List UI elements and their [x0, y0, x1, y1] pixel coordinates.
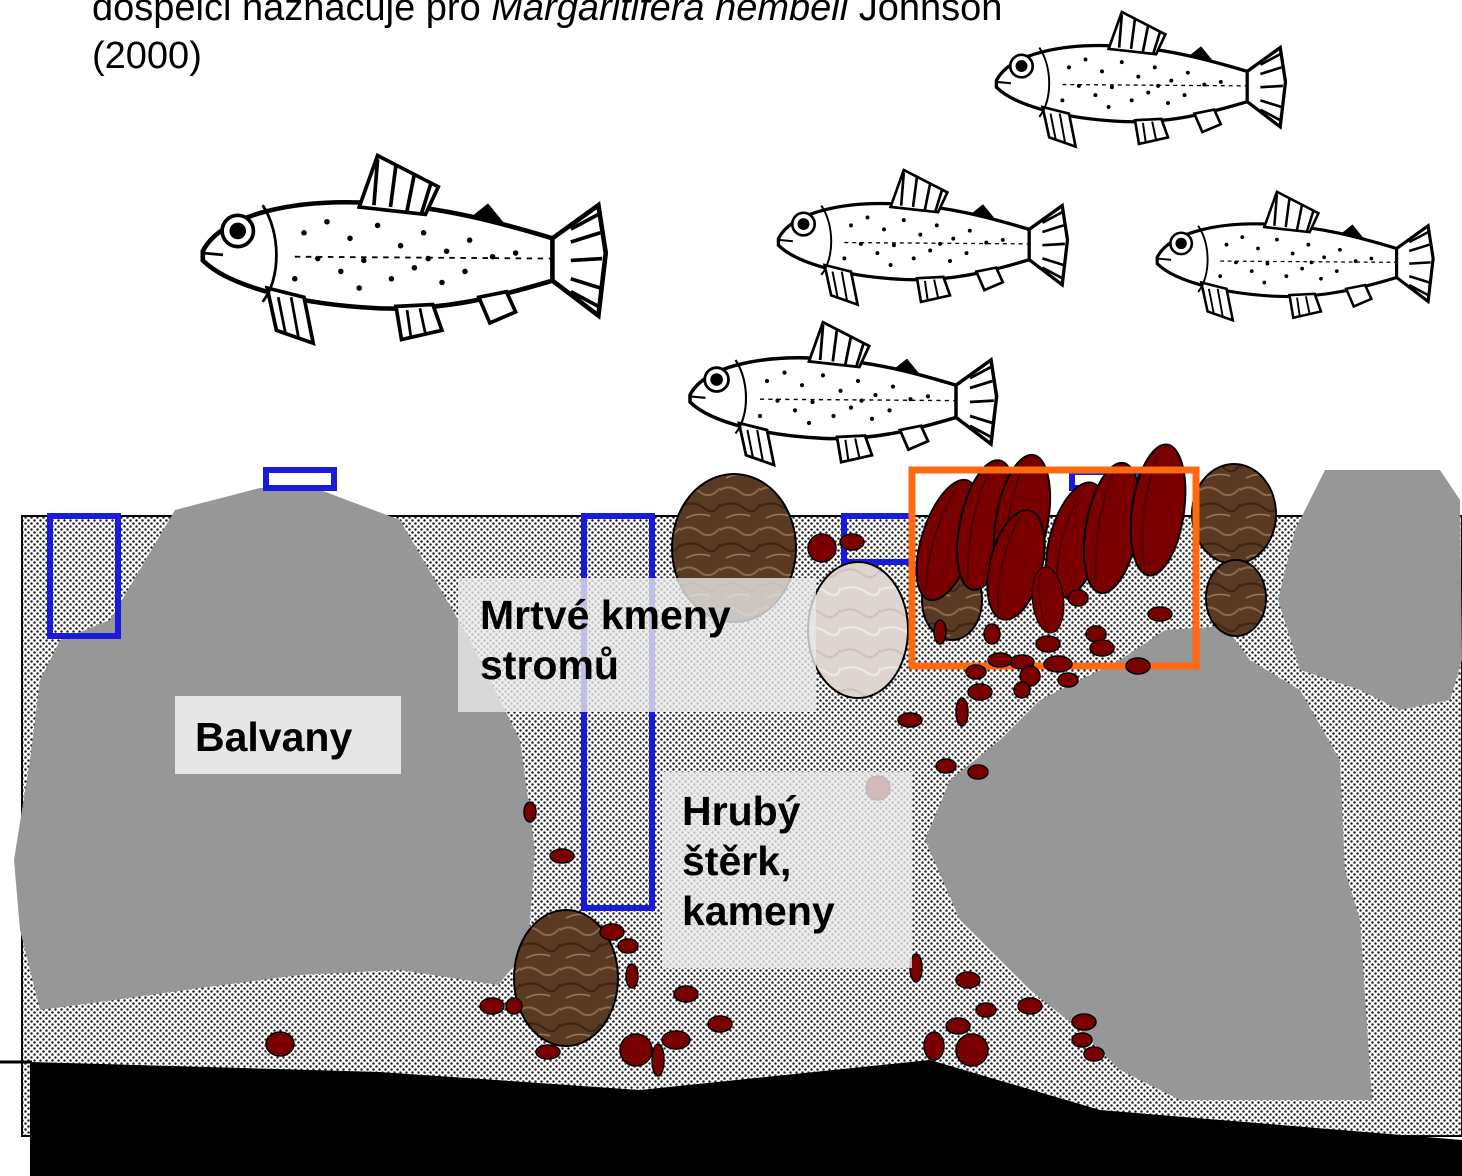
trout-icon [778, 170, 1067, 305]
label-dead-trunks: Mrtvé kmeny stromů [458, 578, 816, 712]
caption: dospělci naznačuje pro Margaritifera hem… [92, 0, 1192, 80]
brown-stone-icon [1206, 560, 1266, 636]
label-dead-trunks-line2: stromů [480, 640, 816, 690]
label-gravel-line3: kameny [682, 886, 912, 936]
caption-author: Johnson [848, 0, 1002, 29]
caption-year: (2000) [92, 35, 202, 77]
brown-stone-icon [1192, 464, 1276, 564]
label-boulders: Balvany [175, 696, 401, 774]
trout-icon [203, 156, 606, 344]
pale-stone [808, 562, 908, 698]
species-name: Margaritifera hembeli [491, 0, 848, 29]
blue-frame-top [266, 470, 334, 488]
label-dead-trunks-line1: Mrtvé kmeny [480, 590, 816, 640]
label-gravel-line1: Hrubý [682, 786, 912, 836]
label-gravel-line2: štěrk, [682, 836, 912, 886]
trout-icon [1157, 192, 1433, 321]
trout-icon [690, 322, 997, 465]
caption-text: dospělci naznačuje pro [92, 0, 491, 29]
label-gravel: Hrubý štěrk, kameny [662, 772, 912, 968]
label-boulders-text: Balvany [195, 714, 352, 760]
